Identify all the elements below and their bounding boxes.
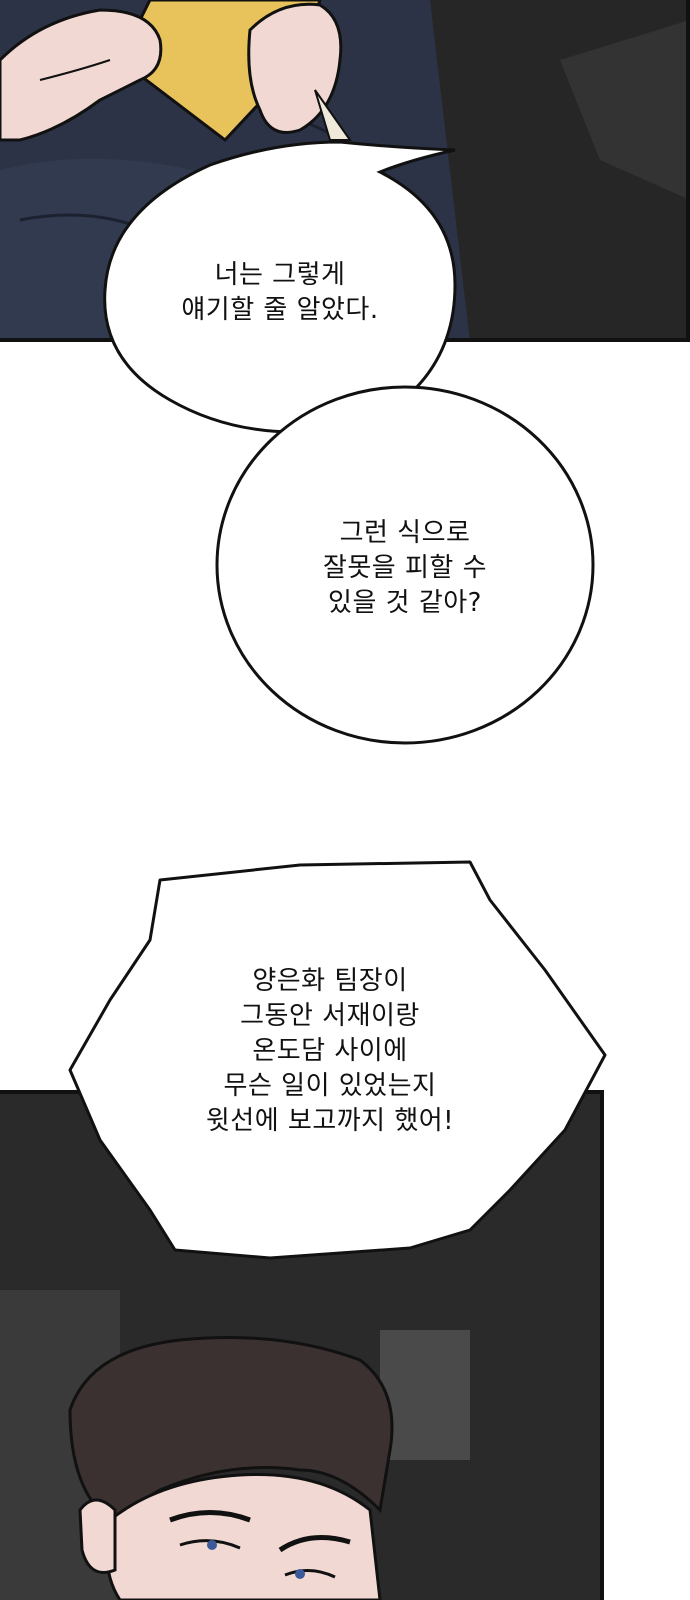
bubble-3-line-3: 온도담 사이에: [252, 1036, 408, 1066]
bubble-1-text: 너는 그렇게 얘기할 줄 알았다.: [130, 258, 430, 328]
bubble-3-text: 양은화 팀장이 그동안 서재이랑 온도담 사이에 무슨 일이 있었는지 윗선에 …: [150, 964, 510, 1139]
bubble-2-line-2: 잘못을 피할 수: [322, 553, 488, 583]
panel-man-face: [0, 1090, 604, 1600]
bubble-3-line-5: 윗선에 보고까지 했어!: [205, 1106, 455, 1136]
bubble-2-line-3: 있을 것 같아?: [328, 588, 482, 618]
bubble-2-line-1: 그런 식으로: [339, 518, 471, 548]
bubble-3-line-2: 그동안 서재이랑: [240, 1001, 420, 1031]
bubble-3-line-4: 무슨 일이 있었는지: [223, 1071, 437, 1101]
bubble-1-line-1: 너는 그렇게: [214, 260, 346, 290]
man-face-illustration: [0, 1090, 604, 1600]
bubble-3-line-1: 양은화 팀장이: [252, 966, 408, 996]
bubble-2-text: 그런 식으로 잘못을 피할 수 있을 것 같아?: [250, 516, 560, 621]
bubble-1-line-2: 얘기할 줄 알았다.: [181, 295, 379, 325]
